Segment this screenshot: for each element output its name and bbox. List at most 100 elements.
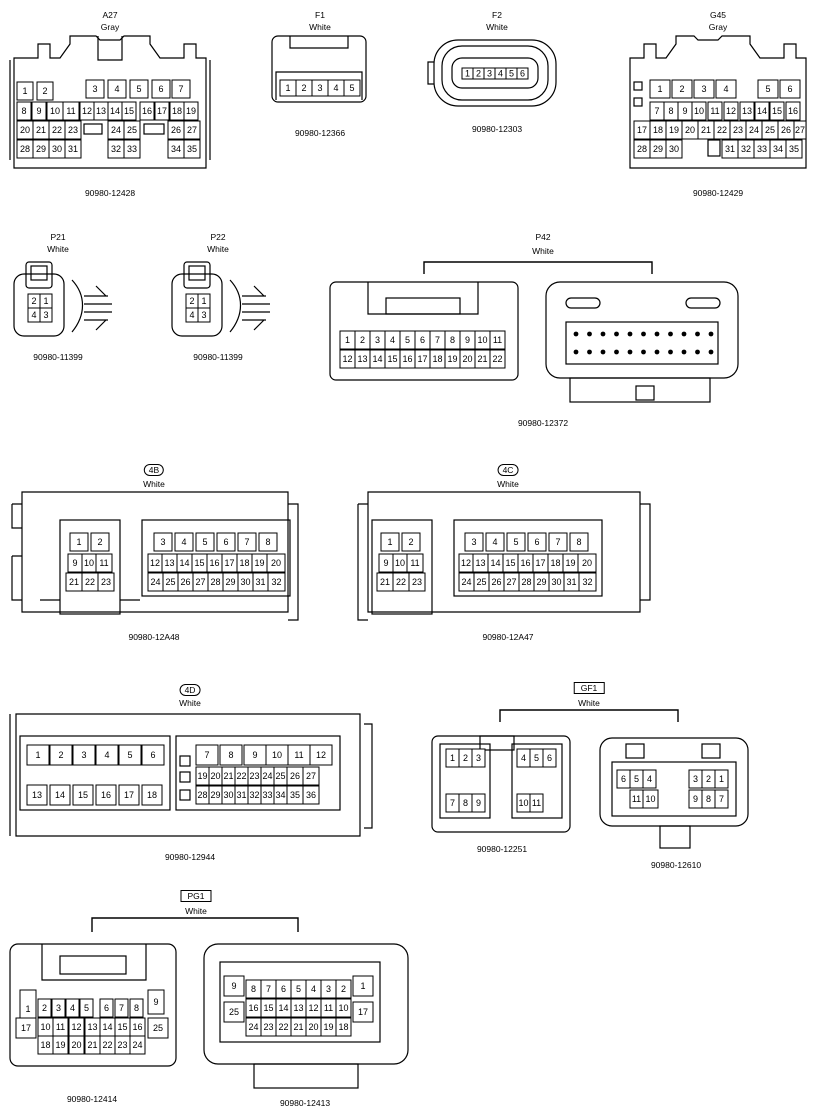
c4d-pin-number: 22 xyxy=(236,771,246,781)
c4d-pin-number: 10 xyxy=(272,750,282,760)
a27-pin-number: 24 xyxy=(111,125,121,135)
f2-pin-number: 6 xyxy=(520,69,525,79)
pg1_right-pin-number: 22 xyxy=(278,1022,288,1032)
c4d-pin-cell xyxy=(95,744,119,766)
a27-pin-number: 2 xyxy=(42,86,47,96)
p42-terminal-dot xyxy=(587,331,592,337)
c4d-pin-cell xyxy=(49,744,73,766)
c4c-pin-number: 26 xyxy=(491,577,501,587)
c4b-pin-cell xyxy=(195,532,215,552)
a27-pin-number: 1 xyxy=(22,86,27,96)
pg1_right-pin-number: 8 xyxy=(251,984,256,994)
a27-pin-number: 19 xyxy=(186,106,196,116)
pg1_right-pin-number: 2 xyxy=(341,984,346,994)
c4c-pin-number: 29 xyxy=(536,577,546,587)
c4d-pin-number: 8 xyxy=(228,750,233,760)
g45-pin-cell xyxy=(707,101,723,121)
pg1_right-pin-cell xyxy=(352,1001,374,1023)
c4d-pin-cell xyxy=(72,784,94,806)
c4c-pin-cell xyxy=(527,532,547,552)
a27-pin-cell xyxy=(85,79,105,99)
c4c-pin-number: 11 xyxy=(410,558,419,568)
c4b-pin-number: 28 xyxy=(210,577,220,587)
pg1_right-pin-number: 3 xyxy=(326,984,331,994)
f2-housing xyxy=(427,39,557,107)
c4c-pin-number: 17 xyxy=(535,558,545,568)
a27-pin-number: 35 xyxy=(187,144,197,154)
p42-pin-number: 6 xyxy=(420,335,425,345)
p42-pin-number: 8 xyxy=(450,335,455,345)
pg1_left-pin-cell xyxy=(114,998,129,1018)
pg1_left-pin-number: 6 xyxy=(104,1003,109,1013)
pg1_left-pin-cell xyxy=(99,998,114,1018)
c4c-pin-number: 27 xyxy=(506,577,516,587)
p42-pin-number: 20 xyxy=(462,354,472,364)
gf1_left-pin-number: 3 xyxy=(476,753,481,763)
c4b-pin-number: 18 xyxy=(239,558,249,568)
p42-pin-number: 9 xyxy=(465,335,470,345)
gf1_right-pin-number: 4 xyxy=(647,774,652,784)
c4d-pin-cell xyxy=(72,744,96,766)
f2-pin-cell xyxy=(516,67,529,80)
4c-part: 90980-12A47 xyxy=(482,632,534,642)
pg1_right-pin-cell xyxy=(335,1017,352,1037)
pg1_left-pin-number: 18 xyxy=(40,1040,50,1050)
pg1_right-pin-number: 15 xyxy=(263,1003,273,1013)
g45-pin-number: 14 xyxy=(757,106,767,116)
gf1_right-pin-number: 10 xyxy=(645,794,655,804)
4b-code-badge: 4B xyxy=(143,464,165,476)
g45-housing xyxy=(629,35,807,169)
pg1-part-right: 90980-12413 xyxy=(279,1098,331,1108)
gf1_right-pin-cell xyxy=(714,789,729,809)
g45-pin-number: 27 xyxy=(795,125,805,135)
c4b-pin-number: 25 xyxy=(165,577,175,587)
p42-pin-number: 21 xyxy=(477,354,487,364)
c4b-pin-number: 23 xyxy=(101,577,111,587)
gf1_right-pin-number: 7 xyxy=(719,794,724,804)
c4d-pin-cell xyxy=(309,744,333,766)
gf1-color: White xyxy=(578,698,600,708)
c4d-pin-cell xyxy=(219,744,243,766)
c4c-pin-cell xyxy=(464,532,484,552)
c4c-pin-number: 31 xyxy=(566,577,576,587)
gf1_right-pin-number: 3 xyxy=(693,774,698,784)
a27-part: 90980-12428 xyxy=(84,188,136,198)
f1-part: 90980-12366 xyxy=(294,128,346,138)
gf1_right-pin-number: 1 xyxy=(719,774,724,784)
f2-pin-number: 3 xyxy=(487,69,492,79)
c4c-pin-number: 8 xyxy=(576,537,581,547)
c4c-pin-number: 7 xyxy=(555,537,560,547)
p42-terminal-dot xyxy=(695,349,700,355)
c4c-pin-number: 9 xyxy=(383,558,388,568)
c4b-pin-number: 13 xyxy=(164,558,174,568)
c4c-pin-cell xyxy=(577,553,597,573)
c4b-pin-number: 32 xyxy=(271,577,281,587)
a27-pin-number: 16 xyxy=(142,106,152,116)
pg1_left-pin-cell xyxy=(15,1017,37,1039)
c4b-pin-number: 2 xyxy=(97,537,102,547)
p42-pin-number: 13 xyxy=(357,354,367,364)
a27-pin-number: 7 xyxy=(178,84,183,94)
pg1_left-pin-number: 25 xyxy=(153,1023,163,1033)
c4c-pin-number: 16 xyxy=(520,558,530,568)
gf1_left-pin-number: 11 xyxy=(532,798,541,808)
c4b-pin-cell xyxy=(90,532,110,552)
pg1_right-pin-number: 13 xyxy=(293,1003,303,1013)
gf1_right-pin-cell xyxy=(642,769,657,789)
p42-terminal-dot xyxy=(614,349,619,355)
gf1_left-pin-number: 10 xyxy=(518,798,528,808)
g45-pin-number: 19 xyxy=(669,125,679,135)
c4d-pin-cell xyxy=(118,784,140,806)
pg1_right-pin-number: 14 xyxy=(278,1003,288,1013)
g45-pin-number: 31 xyxy=(725,144,735,154)
p42-pin-number: 11 xyxy=(493,335,502,345)
p42-terminal-dot xyxy=(681,331,687,337)
p42-pin-number: 17 xyxy=(417,354,427,364)
c4b-pin-number: 7 xyxy=(244,537,249,547)
c4c-pin-cell xyxy=(401,532,421,552)
pg1_left-pin-number: 13 xyxy=(87,1022,97,1032)
gf1_left-pin-number: 2 xyxy=(463,753,468,763)
